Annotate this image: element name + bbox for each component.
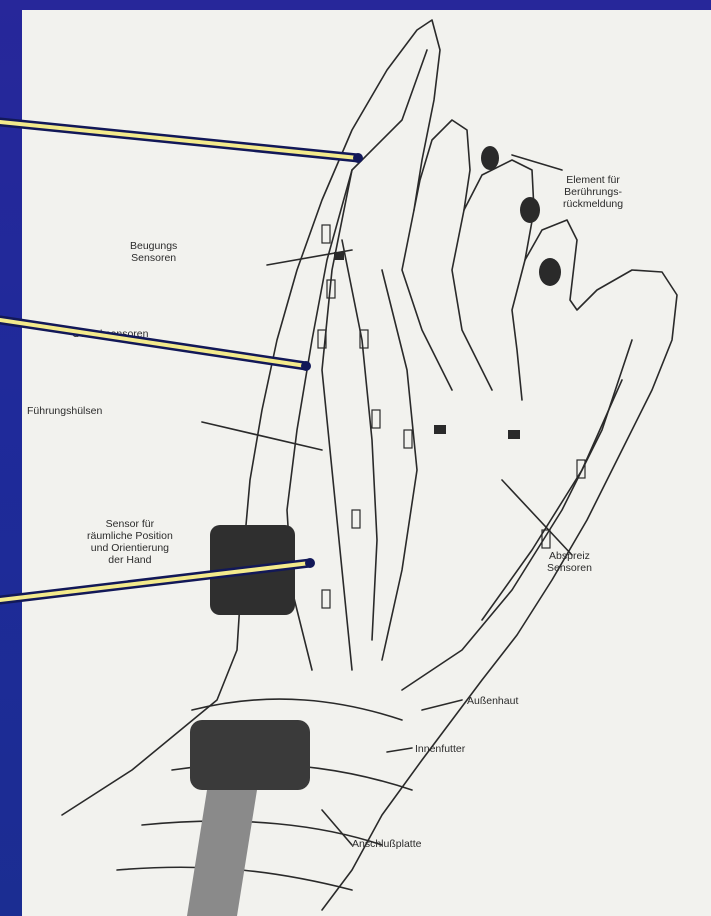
pointer-middle bbox=[0, 320, 311, 371]
pointer-bottom bbox=[0, 558, 315, 600]
pointer-top bbox=[0, 122, 363, 163]
